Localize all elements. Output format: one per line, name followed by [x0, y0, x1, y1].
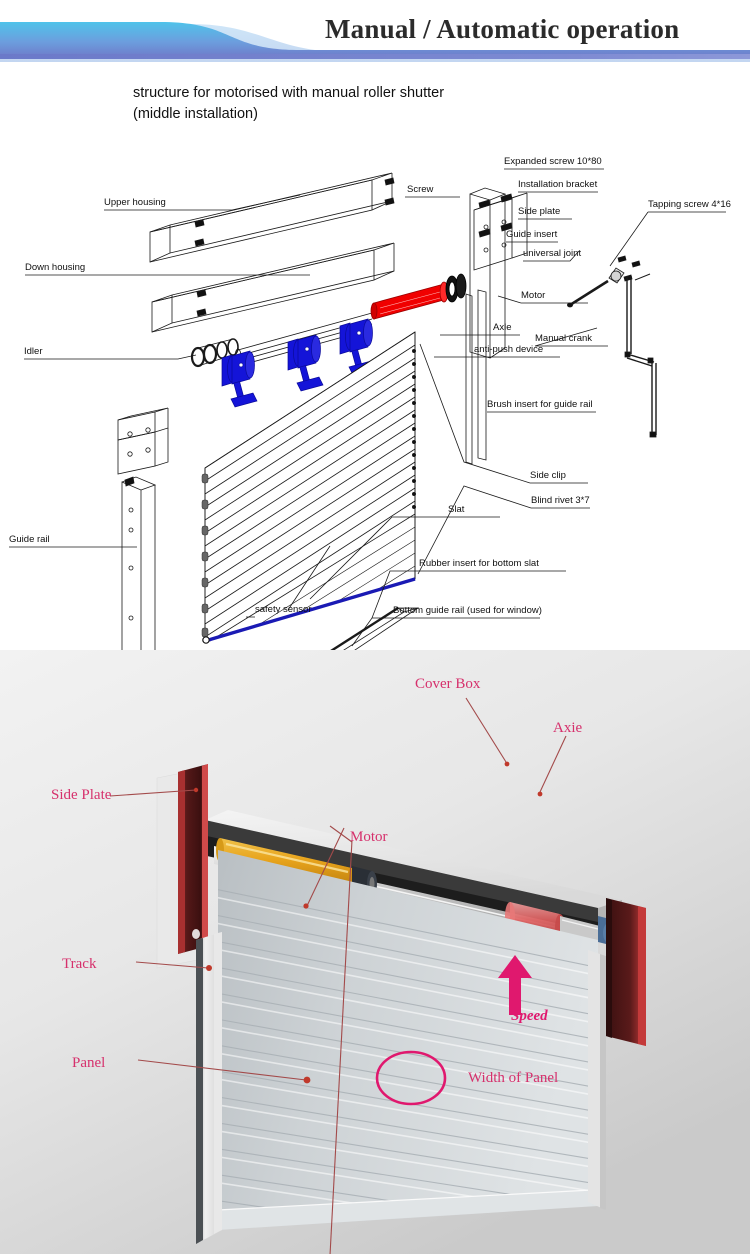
- track-leader-line: [135, 961, 209, 969]
- diagram-label-brush-insert: Brush insert for guide rail: [487, 399, 593, 410]
- diagram-label-safety-sensor: safety sensor: [255, 604, 312, 615]
- right-track-shape: [588, 950, 606, 1210]
- bottom-guide-rail-shape: [330, 606, 420, 650]
- motor-leader-dot: [303, 903, 309, 909]
- diagram-label-slat: Slat: [448, 504, 465, 515]
- width-of-panel-ellipse: [375, 1050, 447, 1106]
- diagram-label-installation-bracket: Installation bracket: [518, 179, 598, 190]
- diagram-label-side-plate: Side plate: [518, 206, 561, 217]
- shutter-curtain: [204, 331, 416, 642]
- roller-shutter-photo: Cover Box Axie Side Plate Motor Track Pa…: [0, 650, 750, 1254]
- panel-leader-dot: [303, 1076, 311, 1084]
- left-track-shape: [196, 932, 222, 1244]
- photo-label-cover-box: Cover Box: [415, 676, 481, 692]
- diagram-label-side-clip: Side clip: [530, 470, 566, 481]
- diagram-title-line2: (middle installation): [133, 106, 258, 123]
- manual-crank-shape: [567, 255, 657, 438]
- diagram-label-idler: Idler: [24, 346, 43, 357]
- banner-graphic: [0, 22, 750, 62]
- motor-shape: [370, 281, 449, 320]
- page-title: Manual / Automatic operation: [325, 14, 680, 44]
- diagram-label-guide-rail: Guide rail: [9, 534, 50, 545]
- diagram-label-expanded-screw: Expanded screw 10*80: [504, 156, 602, 167]
- diagram-label-rubber-insert: Rubber insert for bottom slat: [419, 558, 539, 569]
- guide-rail-shape: [117, 407, 169, 650]
- diagram-label-guide-insert: Guide insert: [506, 229, 558, 240]
- diagram-label-bottom-guide-rail: Bottom guide rail (used for window): [393, 605, 542, 616]
- photo-graphic: [0, 650, 750, 1254]
- photo-label-panel: Panel: [72, 1055, 106, 1071]
- diagram-label-screw: Screw: [407, 184, 434, 195]
- diagram-label-manual-crank: Manual crank: [535, 333, 593, 344]
- leader-lines: [9, 168, 726, 647]
- diagram-label-axle: Axle: [493, 322, 512, 333]
- diagram-label-anti-push-device: anti-push device: [474, 344, 544, 355]
- speed-arrow-icon: [498, 955, 532, 1015]
- header-banner: Manual / Automatic operation: [0, 0, 750, 62]
- diagram-title-line1: structure for motorised with manual roll…: [133, 85, 445, 101]
- shutter-curtain-photo: [217, 850, 598, 1230]
- motor-head-rings: [445, 273, 467, 303]
- diagram-label-tapping-screw: Tapping screw 4*16: [648, 199, 731, 210]
- diagram-label-down-housing: Down housing: [25, 262, 86, 273]
- slat-right-rivets: [411, 348, 416, 509]
- diagram-label-motor: Motor: [521, 290, 546, 301]
- track-leader-dot: [206, 965, 212, 971]
- anti-push-brackets: [221, 318, 376, 408]
- photo-label-track: Track: [62, 956, 97, 972]
- side-plate-shape: [465, 187, 528, 465]
- motor-leader-line: [305, 827, 345, 909]
- axle-leader-dot: [537, 791, 543, 797]
- sideplate-leader-dot: [193, 787, 199, 793]
- photo-label-side-plate: Side Plate: [51, 787, 112, 803]
- photo-label-axie: Axie: [553, 720, 583, 736]
- slat-left-clips: [201, 473, 209, 638]
- right-side-plate-shape: [606, 898, 646, 1046]
- diagram-label-upper-housing: Upper housing: [104, 197, 166, 208]
- diagram-linework: [9, 168, 726, 650]
- upper-housing-shape: [149, 172, 395, 263]
- photo-leader-lines: [109, 697, 567, 1254]
- photo-label-width-of-panel: Width of Panel: [468, 1070, 559, 1086]
- coverbox-leader-dot: [504, 761, 510, 767]
- photo-label-speed: Speed: [511, 1008, 548, 1024]
- diagram-label-universal-joint: universal joint: [523, 248, 582, 259]
- left-side-plate-shape: [178, 764, 208, 954]
- bottom-slat-shape: [204, 577, 416, 643]
- diagram-label-blind-rivet: Blind rivet 3*7: [531, 495, 590, 506]
- panel-leader-line: [137, 1059, 307, 1081]
- down-housing-shape: [151, 242, 395, 333]
- photo-label-motor: Motor: [350, 829, 388, 845]
- exploded-assembly-diagram: structure for motorised with manual roll…: [0, 62, 750, 650]
- diagram-title: structure for motorised with manual roll…: [133, 83, 444, 125]
